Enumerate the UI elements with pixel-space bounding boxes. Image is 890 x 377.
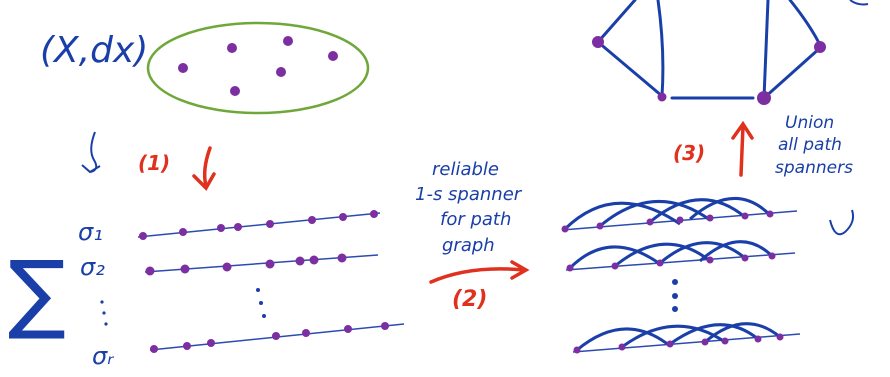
point [592, 36, 604, 48]
point [222, 262, 232, 272]
edge-fragment [849, 0, 869, 6]
point [656, 259, 664, 267]
point [339, 213, 347, 221]
step3-label: (3) [673, 141, 705, 165]
point [370, 210, 378, 218]
point [754, 335, 762, 343]
point [207, 339, 215, 347]
point [217, 224, 225, 232]
down-squiggle-icon [81, 131, 101, 174]
point [230, 86, 240, 96]
spanner-1 [561, 197, 798, 233]
point [706, 214, 714, 222]
point [266, 220, 274, 228]
step3-arrow-icon [731, 120, 754, 177]
point-set-ellipse [146, 21, 370, 115]
step2-caption-line-4: graph [442, 235, 495, 256]
point [179, 228, 187, 236]
point [618, 343, 626, 351]
ordering-label-r: σᵣ [92, 342, 114, 370]
step2-caption-line-1: reliable [432, 159, 499, 180]
point [706, 256, 714, 264]
point [757, 91, 771, 105]
point [561, 225, 569, 233]
ordering-label-1: σ₁ [78, 218, 103, 246]
point [646, 218, 654, 226]
step2-label: (2) [452, 287, 487, 312]
point [741, 212, 749, 220]
point [180, 264, 190, 274]
more-orderings-dots [256, 288, 266, 318]
point [814, 41, 826, 53]
point [676, 216, 684, 224]
more-spanners-dots [672, 279, 678, 312]
point-set [178, 36, 338, 96]
ordering-label-2: σ₂ [80, 253, 105, 281]
point [309, 255, 319, 265]
sum-symbol: ∑ [8, 243, 66, 343]
point [776, 333, 784, 341]
point [657, 92, 667, 102]
spanner-r [572, 322, 801, 354]
step3-caption-line-2: all path [778, 135, 842, 155]
stray-mark [829, 209, 855, 236]
ordering-dots [100, 300, 108, 326]
metric-space-label: (X,dx) [40, 30, 148, 71]
point [344, 325, 352, 333]
union-graph [592, 0, 869, 105]
point [573, 346, 581, 354]
path-ordering-r [149, 322, 405, 353]
path-ordering-2 [144, 253, 379, 276]
point [768, 252, 776, 260]
step3-caption-line-1: Union [785, 113, 834, 133]
point [337, 253, 347, 263]
point [265, 259, 275, 269]
path-ordering-1 [137, 210, 381, 240]
point [308, 216, 316, 224]
step3-caption: Union all path spanners [775, 113, 853, 178]
point [666, 340, 674, 348]
point [178, 63, 188, 73]
point [139, 232, 147, 240]
point [721, 337, 729, 345]
point [611, 262, 619, 270]
point [150, 345, 158, 353]
point [381, 322, 389, 330]
point [283, 36, 293, 46]
step2-caption-line-3: for path [440, 209, 511, 230]
point [227, 43, 237, 53]
spanner-2 [565, 240, 796, 272]
point [766, 210, 774, 218]
point [276, 67, 286, 77]
step2-caption-line-2: 1-s spanner [415, 184, 523, 205]
step2-arrow-icon [429, 260, 530, 284]
point [183, 342, 191, 350]
point [272, 332, 280, 340]
point [741, 254, 749, 262]
point [295, 256, 305, 266]
point [145, 266, 155, 276]
point [234, 223, 242, 231]
point [302, 329, 310, 337]
point [328, 51, 338, 61]
point [566, 264, 574, 272]
point [701, 338, 709, 346]
step3-caption-line-3: spanners [775, 158, 853, 178]
step1-arrow-icon [192, 146, 216, 191]
step1-label: (1) [138, 151, 170, 175]
step2-caption: reliable 1-s spanner for path graph [415, 159, 523, 256]
point [596, 222, 604, 230]
